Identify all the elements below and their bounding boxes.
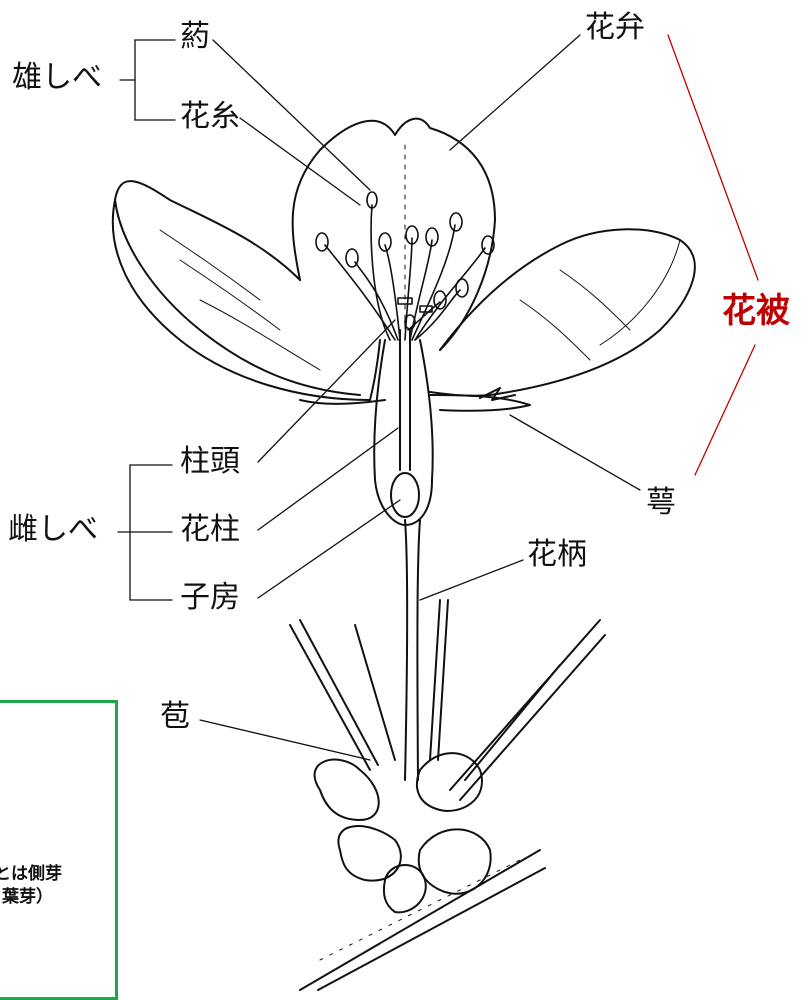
petal-label: 花弁 — [585, 10, 645, 45]
perianth-bracket — [667, 34, 759, 476]
pedicel-label: 花柄 — [527, 537, 587, 572]
perianth-label: 花被 — [722, 291, 790, 331]
note-line-2: 葉芽） — [2, 886, 53, 907]
note-box: とは側芽 葉芽） — [0, 700, 118, 1000]
style-label: 花柱 — [180, 512, 240, 547]
stamen-group-label: 雄しべ — [12, 60, 102, 95]
bract-label: 苞 — [160, 699, 190, 734]
sepal-label: 萼 — [646, 485, 676, 520]
pistil-group-label: 雌しべ — [8, 512, 98, 547]
note-line-1: とは側芽 — [0, 864, 62, 884]
filament-label: 花糸 — [180, 99, 240, 134]
note-text: とは側芽 葉芽） — [0, 863, 62, 909]
stigma-label: 柱頭 — [180, 444, 240, 479]
anther-label: 葯 — [180, 19, 210, 54]
bud-scales — [289, 599, 606, 914]
petal-center — [291, 117, 496, 351]
stamens — [315, 191, 495, 341]
receptacle — [373, 329, 434, 526]
petal-right — [429, 228, 696, 397]
leader-lines — [117, 34, 641, 761]
ovary-label: 子房 — [180, 580, 240, 615]
pedicel-shape — [404, 519, 421, 781]
petal-left — [111, 180, 381, 401]
twig — [299, 849, 546, 991]
